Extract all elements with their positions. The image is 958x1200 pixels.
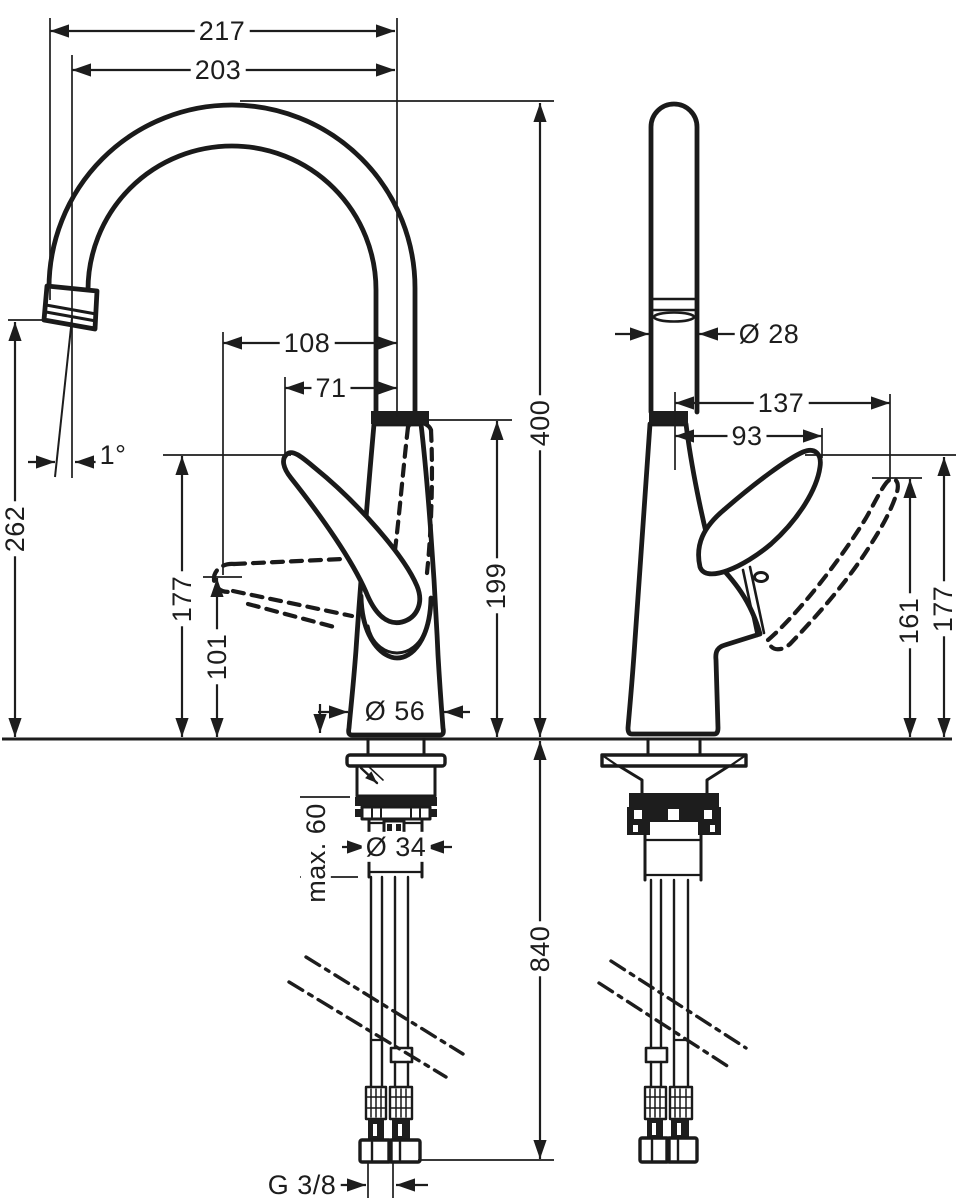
- hose-break-lines: [287, 955, 748, 1079]
- front-spout-inner: [85, 143, 379, 414]
- side-hose-nuts: [638, 1136, 699, 1164]
- side-handle-lever: [696, 448, 823, 577]
- side-handle-stem: [741, 565, 769, 638]
- side-shank: [643, 833, 703, 882]
- front-gasket: [355, 797, 437, 806]
- front-spout-outer: [46, 102, 418, 414]
- dim-label-joint-height: 199: [480, 558, 512, 614]
- front-handle-lever: [281, 450, 423, 626]
- dim-label-handle-reach-71: 71: [311, 372, 351, 404]
- dim-label-overall-height: 400: [524, 395, 556, 451]
- side-view: [625, 101, 900, 737]
- front-mount-body: [355, 764, 437, 798]
- front-hose-nuts: [358, 1138, 422, 1164]
- dim-label-thread-size: G 3/8: [263, 1169, 341, 1200]
- dim-label-lever-reach-93: 93: [727, 420, 767, 452]
- dim-label-base-diameter: Ø 56: [360, 695, 430, 727]
- side-pillar: [648, 101, 700, 415]
- dim-label-max-counter-thickness: max. 60: [300, 799, 332, 907]
- callout-arrows: [28, 327, 737, 1192]
- dim-label-lever-reach-137: 137: [753, 387, 809, 419]
- front-hose-2: [393, 875, 410, 1089]
- dim-label-spout-pipe-diameter: Ø 28: [734, 318, 804, 350]
- side-spout-rings: [649, 297, 699, 323]
- dim-label-handle-reach-108: 108: [279, 327, 335, 359]
- front-view: [41, 102, 446, 738]
- side-cone: [617, 764, 731, 795]
- front-aerator: [44, 303, 98, 323]
- side-hose-1: [649, 878, 663, 1089]
- side-joint-band: [649, 411, 688, 424]
- side-hose-ferrules: [647, 1119, 689, 1139]
- dim-label-lever-height-177: 177: [927, 581, 958, 637]
- front-hose-1: [369, 875, 384, 1089]
- front-handle-hub-inner: [366, 624, 428, 655]
- front-handle-dashed-up: [391, 420, 435, 576]
- dim-label-shank-diameter: Ø 34: [361, 831, 431, 863]
- dim-label-hose-length: 840: [524, 921, 556, 977]
- front-swivel-arrow: [359, 766, 379, 785]
- front-neck: [366, 737, 426, 757]
- side-hose-2: [672, 878, 690, 1089]
- dim-label-handle-height-min: 101: [201, 629, 233, 685]
- dim-label-overall-width: 217: [194, 15, 250, 47]
- side-hose-coupling: [644, 1046, 669, 1064]
- side-mounting-set: [600, 737, 748, 1164]
- front-hose-ferrules: [368, 1119, 410, 1140]
- side-flange: [600, 753, 748, 768]
- dim-label-lever-height-161: 161: [893, 593, 925, 649]
- front-joint-band: [371, 411, 429, 424]
- dim-label-spout-reach: 203: [190, 54, 246, 86]
- front-mounting-set: [345, 737, 447, 1164]
- side-handle-screw-dot: [753, 571, 769, 583]
- side-handle-dashed-raised: [765, 476, 900, 652]
- dim-label-handle-height-max: 177: [166, 571, 198, 627]
- side-gasket: [629, 793, 719, 807]
- outlet-angle-slant-line: [54, 317, 73, 478]
- dim-label-outlet-height: 262: [0, 501, 31, 557]
- side-neck: [646, 737, 702, 757]
- dim-label-outlet-angle: 1°: [95, 439, 131, 471]
